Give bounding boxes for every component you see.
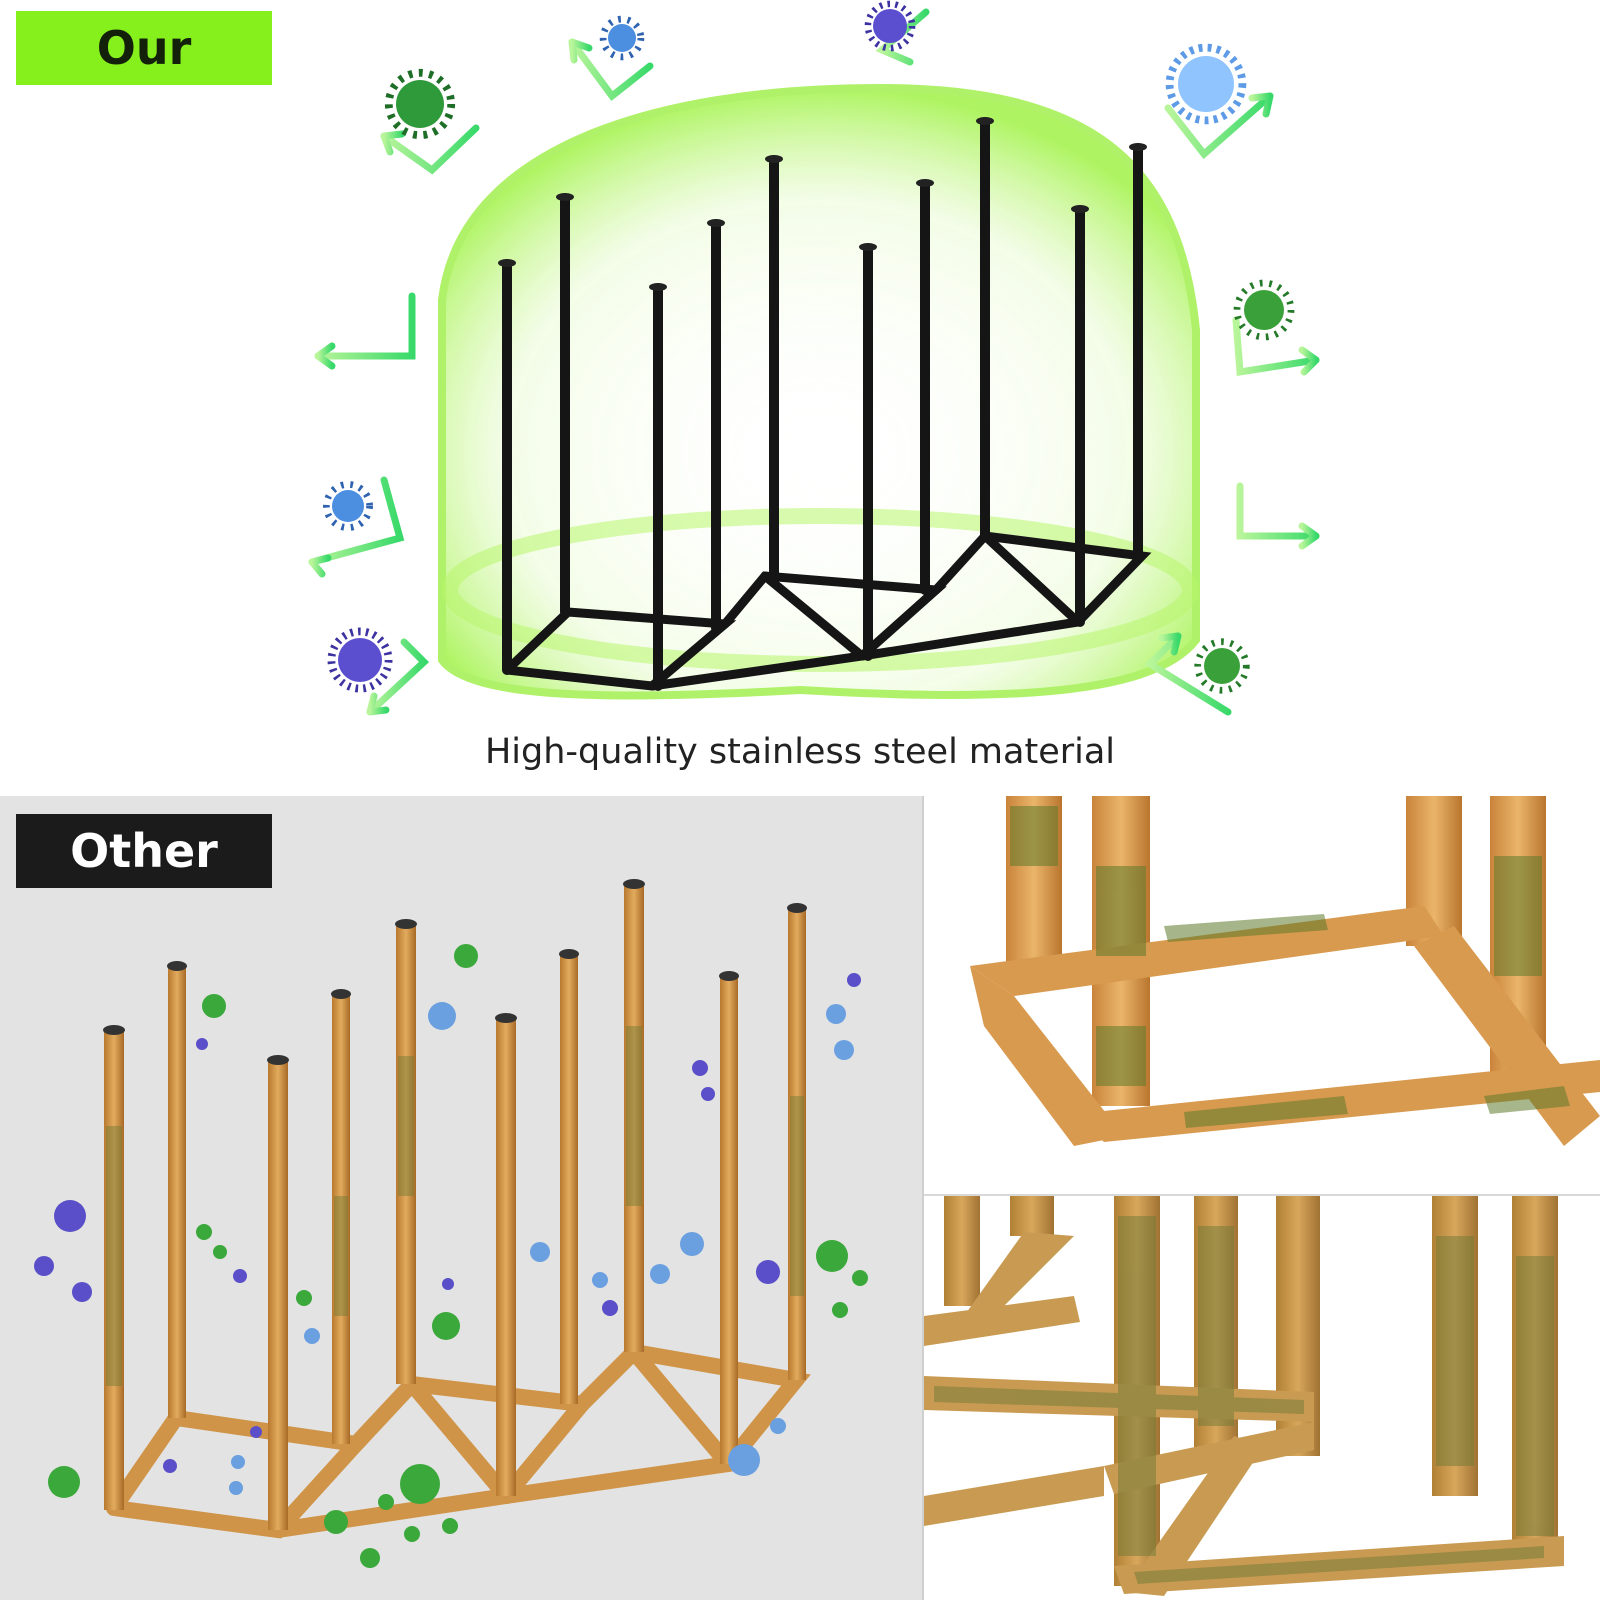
moldy-wood-corner <box>970 796 1600 1146</box>
other-product-panel: Other <box>0 796 922 1600</box>
rack-posts <box>502 117 1143 691</box>
steel-rack-illustration <box>308 0 1320 716</box>
wooden-rack-posts <box>104 884 806 1530</box>
mold-texture <box>106 1026 804 1386</box>
moldy-base-closeup <box>924 1196 1600 1600</box>
wooden-rack-post-caps <box>103 879 807 1065</box>
our-product-panel: Our <box>0 0 1600 796</box>
moldy-corner-closeup <box>924 796 1600 1194</box>
virus-icon <box>323 0 1295 694</box>
wooden-rack-base <box>106 1343 811 1539</box>
caption: High-quality stainless steel material <box>484 732 1116 772</box>
shield-dome <box>438 83 1200 700</box>
moldy-wood-base <box>924 1196 1564 1596</box>
virus-icon <box>34 944 868 1568</box>
mold-texture <box>934 1216 1554 1584</box>
wooden-rack-illustration <box>34 879 868 1568</box>
closeup-divider <box>924 1194 1600 1196</box>
rack-post-caps <box>498 117 1147 291</box>
our-badge: Our <box>16 11 272 85</box>
panel-divider <box>922 796 924 1600</box>
mold-texture <box>1010 806 1570 1128</box>
other-badge: Other <box>16 814 272 888</box>
arrow-icon <box>308 8 1320 716</box>
